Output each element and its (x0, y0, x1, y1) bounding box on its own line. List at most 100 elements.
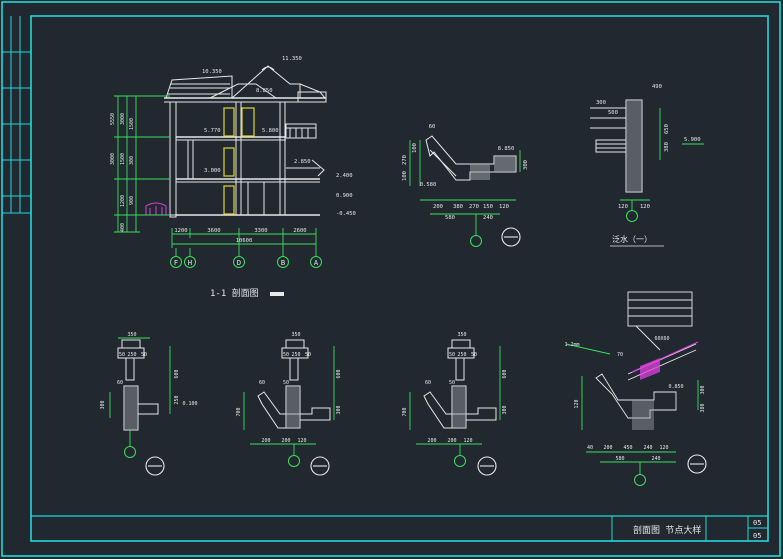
axis-label-d: D (237, 259, 241, 267)
dim-label: 350 (127, 332, 136, 338)
elevation-label: 5.800 (262, 128, 279, 134)
dim-label: 3600 (207, 228, 220, 234)
section-vertical-dims: 5550 3000 3000 1500 300 1200 400 900 150… (110, 113, 135, 232)
axis-label-a: A (314, 259, 319, 267)
elevation-label: 11.350 (282, 56, 302, 62)
dim-label: 50 (471, 352, 477, 358)
dim-label: 150 (483, 204, 493, 210)
dim-label: 250 (291, 352, 300, 358)
detail-bottom-2: 350 50 250 50 60 50 600 700 300 200 200 … (236, 332, 342, 476)
dim-label: 700 (236, 407, 242, 416)
dim-label: 300 (502, 405, 508, 414)
dim-label: 1500 (129, 118, 135, 130)
elevation-label: 3.000 (204, 168, 221, 174)
dim-label: 3000 (120, 113, 126, 125)
dim-label: 1200 (120, 195, 126, 207)
detail-bottom-4: 1.2mm 60X60 70 0.850 300 380 120 40 200 … (564, 291, 707, 486)
section-roof (164, 65, 327, 103)
dim-label: 650 (664, 124, 670, 134)
dim-label: 120 (463, 438, 472, 444)
detail-bottom-2-symbol (310, 456, 330, 476)
detail-flashing: 300 500 490 650 380 5.900 120 120 泛水（一） (590, 84, 704, 247)
dim-label: 200 (281, 438, 290, 444)
section-entry-stair (145, 202, 167, 215)
elevation-label: 0.850 (668, 384, 683, 390)
detail-bottom-2-axis-bubble (288, 455, 300, 467)
dim-label: 600 (502, 369, 508, 378)
dim-label: 250 (457, 352, 466, 358)
dim-label: 100 (412, 143, 418, 153)
dim-label: 50 (141, 352, 147, 358)
dim-label: 120 (499, 204, 509, 210)
detail-bottom-4-axis-bubble (634, 474, 646, 486)
elevation-label: 0.900 (336, 193, 353, 199)
elevation-label: 2.850 (294, 159, 311, 165)
dim-label: 3000 (110, 153, 116, 165)
dim-label: 380 (664, 142, 670, 152)
dim-label: 200 (433, 204, 443, 210)
section-title-scale-bar (270, 292, 284, 296)
dim-label: 600 (336, 369, 342, 378)
detail-bottom-1-symbol (145, 456, 165, 476)
elevation-label: 8.850 (256, 88, 273, 94)
dim-label: 60 (425, 380, 431, 386)
dim-label: 350 (457, 332, 466, 338)
dim-label: 270 (469, 204, 479, 210)
drawing-name: 剖面图 节点大样 (633, 524, 701, 536)
detail-flashing-title: 泛水（一） (612, 234, 652, 244)
dim-label: 300 (700, 385, 706, 394)
dim-label: 300 (129, 156, 135, 165)
dim-label: 120 (297, 438, 306, 444)
section-title: 1-1 剖面图 (210, 287, 259, 299)
elevation-label: 5.770 (204, 128, 221, 134)
dim-label: 2600 (293, 228, 306, 234)
dim-label: 50 (449, 380, 455, 386)
dim-label: 120 (640, 204, 650, 210)
dim-label: 300 (100, 400, 106, 409)
detail-eave: 200 380 270 150 120 580 240 60 0.580 8.8… (402, 124, 529, 247)
dim-label: 50 (449, 352, 455, 358)
dim-label: 200 (261, 438, 270, 444)
detail-label: 490 (652, 84, 662, 90)
elevation-label: -0.450 (336, 211, 356, 217)
dim-label: 250 (127, 352, 136, 358)
dim-label: 580 (445, 215, 455, 221)
axis-label-b: B (281, 259, 285, 267)
dim-label: 50 (283, 380, 289, 386)
dim-label: 60 (117, 380, 123, 386)
dim-label: 70 (617, 352, 623, 358)
dim-label: 200 (447, 438, 456, 444)
detail-bottom-3-symbol (477, 456, 497, 476)
dim-label: 5550 (110, 113, 116, 125)
detail-label: 500 (608, 110, 618, 116)
elevation-label: 5.900 (684, 137, 701, 143)
dim-label: 60X60 (654, 336, 669, 342)
detail-bottom-4-symbol (687, 454, 707, 474)
dim-label: 380 (700, 403, 706, 412)
dim-label: 580 (615, 456, 624, 462)
elevation-label: 10.350 (202, 69, 222, 75)
detail-bottom-3: 350 50 250 50 60 50 600 700 300 200 200 … (402, 332, 508, 476)
dim-label: 350 (291, 332, 300, 338)
dim-label: 1500 (120, 153, 126, 165)
detail-bottom-1-axis-bubble (124, 446, 136, 458)
dim-label: 240 (651, 456, 660, 462)
section-axis-bubbles (170, 256, 322, 268)
dim-label: 40 (587, 445, 593, 451)
dim-label: 240 (483, 215, 493, 221)
section-horizontal-dims: 1200 3600 3300 2600 10600 (174, 228, 306, 244)
detail-label: 60 (429, 124, 436, 130)
section-elevations: 10.350 11.350 8.850 5.770 5.800 3.000 2.… (202, 56, 356, 217)
dim-label: 270 (402, 155, 408, 165)
dim-label: 200 (603, 445, 612, 451)
dim-total-width: 10600 (236, 238, 253, 244)
detail-flashing-axis-bubble (626, 210, 638, 222)
dim-label: 120 (659, 445, 668, 451)
detail-eave-axis-bubble (470, 235, 482, 247)
title-block-text: 剖面图 节点大样 05 05 (633, 519, 761, 540)
section-axis-labels: F H D B A (174, 259, 319, 267)
dim-label: 450 (623, 445, 632, 451)
section-dimension-lines (114, 95, 317, 256)
dim-label: 600 (174, 369, 180, 378)
dim-label: 250 (174, 395, 180, 404)
